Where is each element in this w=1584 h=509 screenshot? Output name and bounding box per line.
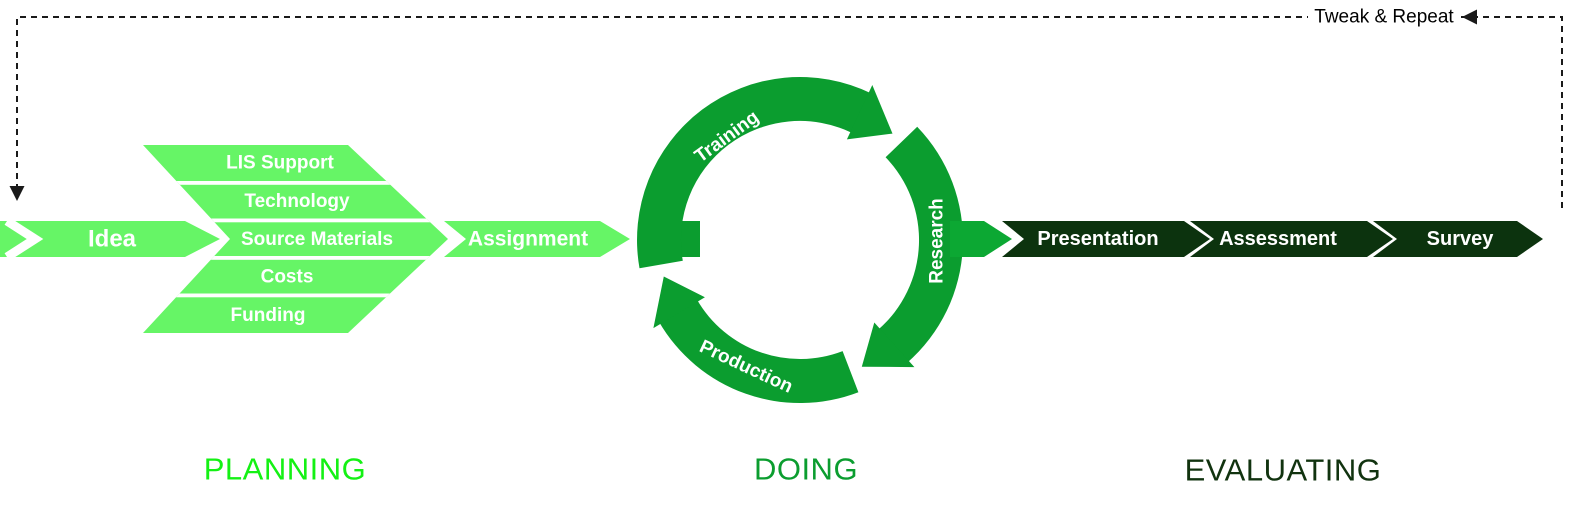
cycle-arrowhead-research [861, 322, 915, 368]
idea-chevron-separator [4, 217, 44, 261]
consideration-lis-support: LIS Support [226, 153, 334, 174]
idea-arrow [0, 221, 220, 257]
feedback-label-mask [1308, 5, 1458, 30]
band-separator [143, 218, 448, 223]
planning-block-arrow [143, 145, 448, 333]
evaluating-section: Presentation Assessment Survey [1002, 221, 1543, 257]
presentation-label: Presentation [1037, 228, 1158, 250]
cycle-exit-stub [950, 221, 1012, 257]
survey-arrow [1373, 221, 1543, 257]
idea-label: Idea [88, 226, 137, 253]
cycle-segment-production [658, 299, 859, 404]
band-separator [143, 181, 448, 185]
phase-labels: PLANNING DOING EVALUATING [204, 452, 1382, 488]
feedback-label: Tweak & Repeat [1314, 7, 1454, 28]
arrow-left-icon [1462, 9, 1477, 25]
band-separator [143, 256, 448, 260]
assessment-arrow [1190, 221, 1393, 257]
cycle-arrowhead-production [653, 276, 705, 329]
cycle-segment-research [878, 126, 963, 363]
presentation-arrow [1002, 221, 1210, 257]
assignment-label: Assignment [468, 228, 588, 251]
arrow-down-icon [9, 186, 25, 201]
cycle-segment-training [637, 76, 872, 269]
feedback-loop: Tweak & Repeat [9, 5, 1563, 212]
assessment-label: Assessment [1219, 228, 1337, 250]
planning-band-separators [143, 181, 448, 298]
consideration-technology: Technology [244, 191, 350, 212]
cycle-arrowhead-training [846, 85, 893, 140]
assignment-arrow [444, 221, 630, 257]
consideration-source-materials: Source Materials [241, 229, 393, 250]
consideration-costs: Costs [261, 267, 314, 288]
phase-label-doing: DOING [754, 452, 858, 487]
feedback-dashed-line [16, 16, 1563, 212]
doing-cycle: Training Research Production [637, 76, 1012, 404]
phase-label-planning: PLANNING [204, 452, 366, 487]
phase-label-evaluating: EVALUATING [1185, 453, 1382, 488]
cycle-label-research: Research [927, 198, 948, 284]
band-separator [143, 293, 448, 298]
survey-label: Survey [1427, 228, 1495, 250]
consideration-funding: Funding [231, 305, 306, 326]
planning-section: Idea LIS Support Technology Source Mater… [0, 145, 630, 333]
